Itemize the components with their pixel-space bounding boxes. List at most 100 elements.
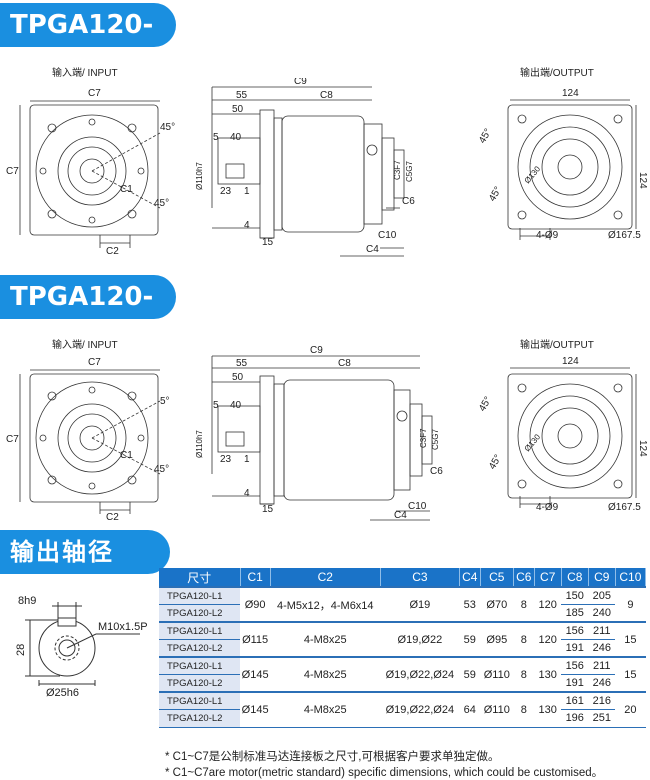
l2-c5: C5G7 [431, 429, 440, 450]
l1-out-124-side: 124 [637, 172, 648, 189]
c6-cell: 8 [513, 691, 535, 728]
c1-cell: Ø90 [240, 586, 271, 623]
c2-cell: 4-M5x12，4-M6x14 [270, 586, 381, 623]
l1-d110: Ø110h7 [195, 162, 204, 190]
c9-cell: 205 [588, 586, 616, 605]
c9-cell: 216 [588, 691, 616, 710]
c10-cell: 15 [615, 621, 646, 658]
c6-cell: 8 [513, 586, 535, 623]
section-banner-output-shaft: 输出轴径 [0, 530, 170, 574]
l2-c6: C6 [430, 466, 443, 477]
l2-d5: 5 [213, 400, 219, 411]
col-header: C7 [534, 568, 562, 587]
c1-cell: Ø145 [240, 656, 271, 693]
l1-d4: 4 [244, 220, 250, 231]
c8-cell: 185 [561, 604, 589, 623]
table-row: TPGA120-L1 Ø90 4-M5x12，4-M6x14 Ø19 53 Ø7… [159, 586, 646, 623]
l2-d23: 23 [220, 454, 232, 465]
c3-cell: Ø19,Ø22,Ø24 [380, 656, 460, 693]
c10-cell: 15 [615, 656, 646, 693]
c10-cell: 9 [615, 586, 646, 623]
l1-input-c2: C2 [106, 246, 119, 257]
l2-input-angle1: 5° [160, 396, 170, 407]
c5-cell: Ø110 [480, 656, 514, 693]
table-row: TPGA120-L2 185 240 [159, 604, 646, 623]
shaft-dia: Ø25h6 [46, 687, 79, 699]
l1-input-angle2: 45° [154, 198, 169, 209]
input-caption-l2: 输入端/ INPUT [52, 340, 118, 351]
l2-d50: 50 [232, 372, 244, 383]
l2-out-angle2: 45° [487, 453, 504, 472]
l1-d50: 50 [232, 104, 244, 115]
l2-input-angle2: 45° [154, 464, 169, 475]
model-cell: TPGA120-L2 [159, 709, 241, 728]
c1-cell: Ø115 [240, 621, 271, 658]
l1-d15: 15 [262, 237, 274, 248]
col-header: C9 [588, 568, 616, 587]
c3-cell: Ø19 [380, 586, 460, 623]
c4-cell: 53 [459, 586, 481, 623]
c6-cell: 8 [513, 621, 535, 658]
c5-cell: Ø95 [480, 621, 514, 658]
l1-c9: C9 [294, 78, 307, 87]
model-cell: TPGA120-L2 [159, 604, 241, 623]
l1-input-angle1: 45° [160, 122, 175, 133]
shaft-drawing: 8h9 M10x1.5P 28 Ø25h6 [0, 590, 160, 700]
c9-cell: 240 [588, 604, 616, 623]
l2-c3: C3F7 [419, 428, 428, 448]
model-cell: TPGA120-L1 [159, 586, 241, 605]
drawing-l1-svg: C7 C7 C2 C1 45° 45° C9 C8 55 50 5 40 Ø11… [6, 78, 648, 257]
table-row: TPGA120-L2 196 251 [159, 709, 646, 728]
table-row: TPGA120-L1 Ø115 4-M8x25 Ø19,Ø22 59 Ø95 8… [159, 621, 646, 658]
drawing-l2: C7 C7 C2 C1 5° 45° C9 C8 55 50 5 40 Ø110… [0, 346, 650, 526]
l2-d15: 15 [262, 504, 274, 515]
model-cell: TPGA120-L2 [159, 674, 241, 693]
c2-cell: 4-M8x25 [270, 621, 381, 658]
drawing-l2-svg: C7 C7 C2 C1 5° 45° C9 C8 55 50 5 40 Ø110… [6, 346, 648, 523]
c8-cell: 156 [561, 621, 589, 640]
col-header: C3 [380, 568, 460, 587]
l1-c8: C8 [320, 90, 333, 101]
table-row: TPGA120-L2 191 246 [159, 674, 646, 693]
col-header: C8 [561, 568, 589, 587]
l2-c4: C4 [394, 510, 407, 521]
l1-c4: C4 [366, 244, 379, 255]
l1-d23: 23 [220, 186, 232, 197]
c9-cell: 211 [588, 656, 616, 675]
output-caption-l1: 输出端/OUTPUT [520, 68, 594, 79]
model-cell: TPGA120-L1 [159, 656, 241, 675]
c9-cell: 246 [588, 639, 616, 658]
c6-cell: 8 [513, 656, 535, 693]
section-banner-l2: TPGA120-L2 [0, 275, 176, 356]
spec-header-row: 尺寸 C1 C2 C3 C4 C5 C6 C7 C8 C9 C10 [159, 568, 647, 587]
l2-c10: C10 [408, 501, 427, 512]
note-chinese: * C1~C7是公制标准马达连接板之尺寸,可根据客户要求单独定做。 [165, 751, 500, 763]
col-header: C4 [459, 568, 481, 587]
c8-cell: 191 [561, 639, 589, 658]
table-row: TPGA120-L1 Ø145 4-M8x25 Ø19,Ø22,Ø24 64 Ø… [159, 691, 646, 728]
c2-cell: 4-M8x25 [270, 656, 381, 693]
l1-out-124-top: 124 [562, 88, 579, 99]
l2-input-c7-side: C7 [6, 434, 19, 445]
section-banner-l1: TPGA120-L1 [0, 3, 176, 84]
c2-cell: 4-M8x25 [270, 691, 381, 728]
note-english: * C1~C7are motor(metric standard) specif… [165, 767, 604, 779]
spec-table: 尺寸 C1 C2 C3 C4 C5 C6 C7 C8 C9 C10 TPGA12… [159, 568, 647, 728]
l1-d55: 55 [236, 90, 248, 101]
l1-c5: C5G7 [405, 161, 414, 182]
shaft-height: 28 [15, 644, 27, 656]
l1-c6: C6 [402, 196, 415, 207]
l1-out-angle2: 45° [487, 185, 504, 204]
l2-d4: 4 [244, 488, 250, 499]
c1-cell: Ø145 [240, 691, 271, 728]
shaft-key: 8h9 [18, 595, 36, 607]
col-header: C6 [513, 568, 535, 587]
shaft-drawing-svg: 8h9 M10x1.5P 28 Ø25h6 [15, 595, 148, 699]
col-header: 尺寸 [159, 568, 241, 587]
c4-cell: 64 [459, 691, 481, 728]
l2-out-angle1: 45° [477, 395, 494, 414]
l1-input-c7-side: C7 [6, 166, 19, 177]
l1-d1: 1 [244, 186, 250, 197]
c7-cell: 130 [534, 656, 562, 693]
c7-cell: 120 [534, 586, 562, 623]
